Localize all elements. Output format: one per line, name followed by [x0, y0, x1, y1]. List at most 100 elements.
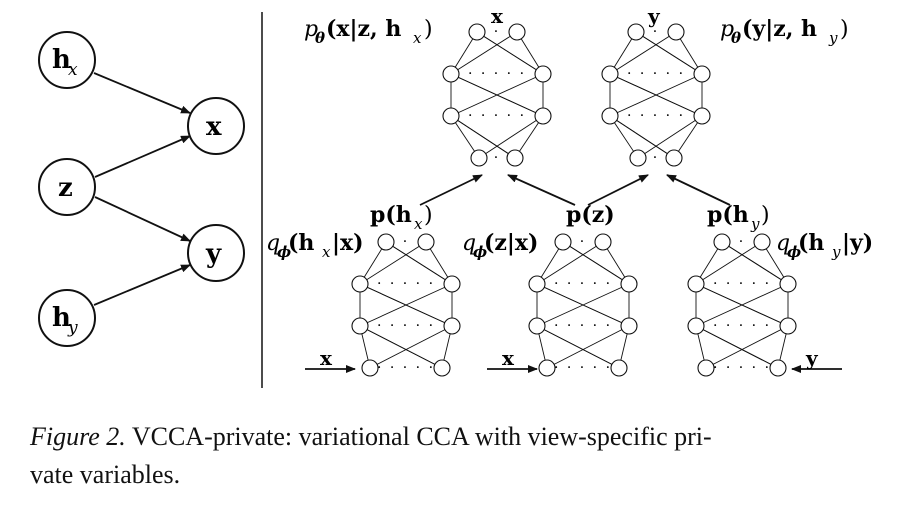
edge-z-x [94, 135, 191, 178]
nn-ellipsis: · · · · · [377, 360, 435, 376]
nn-ellipsis: · [653, 24, 659, 40]
decoder-y-label: p θ (y|z, h y ) [720, 16, 849, 47]
nn-unit [713, 233, 731, 251]
nn-ellipsis: · · · · · [554, 318, 612, 334]
svg-text:y: y [67, 318, 78, 338]
nn-unit [554, 233, 572, 251]
svg-text:ϕ: ϕ [473, 243, 487, 261]
nn-connection [635, 31, 703, 75]
svg-text:y: y [205, 239, 222, 269]
encoder-hy-input-var: y [805, 346, 819, 370]
svg-text:): ) [761, 203, 770, 228]
svg-text:θ: θ [315, 29, 325, 47]
nn-connection [705, 325, 789, 369]
nn-unit [753, 233, 771, 251]
nn-connection [562, 241, 630, 285]
svg-text:|x): |x) [332, 230, 364, 256]
svg-text:p: p [304, 17, 318, 42]
svg-text:): ) [840, 17, 849, 42]
node-y: y [187, 224, 245, 282]
nn-unit [538, 359, 556, 377]
svg-text:q: q [776, 231, 790, 256]
encoder-hx-prior-label: p(h x ) [370, 202, 433, 233]
encoder-hy-prior-label: p(h y ) [707, 202, 770, 233]
svg-text:h: h [52, 303, 71, 333]
nn-unit [665, 149, 683, 167]
svg-text:p: p [720, 17, 734, 42]
svg-text:): ) [424, 203, 433, 228]
nn-unit [534, 107, 552, 125]
nn-ellipsis: · · · · · [627, 66, 685, 82]
encoder-hx-label: q ϕ (h x |x) [266, 230, 364, 261]
svg-text:): ) [424, 17, 433, 42]
nn-ellipsis: · · · · · [713, 276, 771, 292]
arrow-hx-to-decoder-x [419, 174, 483, 206]
encoder-z-network: ·· · · · ·· · · · ·· · · · · [528, 233, 638, 377]
encoder-hy-label: q ϕ (h y |y) [776, 230, 873, 261]
svg-text:y: y [831, 243, 841, 261]
nn-unit [667, 23, 685, 41]
nn-ellipsis: · [653, 150, 659, 166]
nn-unit [779, 275, 797, 293]
nn-connection [359, 241, 427, 285]
svg-text:x: x [414, 215, 423, 233]
nn-connection [609, 31, 677, 75]
nn-ellipsis: · [494, 150, 500, 166]
nn-connection [450, 31, 518, 75]
arrow-hy-to-decoder-y [666, 174, 731, 206]
svg-text:z: z [58, 173, 73, 203]
nn-connection [450, 73, 544, 117]
edge-hx-x [93, 72, 191, 114]
svg-text:(y|z, h: (y|z, h [742, 16, 817, 42]
nn-unit [443, 317, 461, 335]
svg-text:(z|x): (z|x) [484, 230, 538, 256]
svg-text:θ: θ [731, 29, 741, 47]
svg-text:(h: (h [798, 230, 824, 256]
nn-ellipsis: · · · · · [468, 108, 526, 124]
nn-connection [385, 241, 453, 285]
figure-caption: Figure 2. VCCA-private: variational CCA … [30, 418, 870, 494]
caption-figure-label: Figure 2. [30, 422, 126, 451]
svg-text:p(h: p(h [707, 202, 749, 228]
nn-connection [536, 241, 604, 285]
svg-text:x: x [322, 243, 331, 261]
nn-connection [450, 115, 516, 159]
decoder-x-label: p θ (x|z, h x ) [304, 16, 433, 47]
nn-unit [377, 233, 395, 251]
nn-ellipsis: · [494, 24, 500, 40]
nn-unit [433, 359, 451, 377]
nn-unit [468, 23, 486, 41]
nn-unit [697, 359, 715, 377]
nn-ellipsis: · · · · · [377, 276, 435, 292]
nn-unit [361, 359, 379, 377]
nn-unit [442, 65, 460, 83]
edge-hy-y [93, 264, 191, 306]
svg-text:x: x [206, 112, 222, 142]
nn-connection [609, 115, 675, 159]
svg-text:p(h: p(h [370, 202, 412, 228]
nn-unit [534, 65, 552, 83]
nn-unit [601, 107, 619, 125]
nn-unit [351, 275, 369, 293]
nn-unit [610, 359, 628, 377]
nn-connection [359, 283, 453, 327]
node-hy: h y [38, 289, 96, 347]
nn-unit [443, 275, 461, 293]
decoder-y-network: ·· · · · ·· · · · ·· [601, 23, 711, 167]
nn-unit [442, 107, 460, 125]
nn-connection [695, 241, 763, 285]
nn-unit [470, 149, 488, 167]
svg-text:(x|z, h: (x|z, h [326, 16, 401, 42]
nn-unit [601, 65, 619, 83]
svg-text:q: q [462, 231, 476, 256]
graphical-model: h x z h y x y [38, 31, 245, 347]
svg-text:h: h [52, 45, 71, 75]
nn-unit [417, 233, 435, 251]
nn-unit [351, 317, 369, 335]
nn-unit [508, 23, 526, 41]
nn-unit [687, 317, 705, 335]
nn-connection [609, 73, 703, 117]
caption-text-line2: vate variables. [30, 460, 181, 489]
encoder-hx-input-var: x [320, 346, 333, 370]
decoder-x-network: ·· · · · ·· · · · ·· [442, 23, 552, 167]
